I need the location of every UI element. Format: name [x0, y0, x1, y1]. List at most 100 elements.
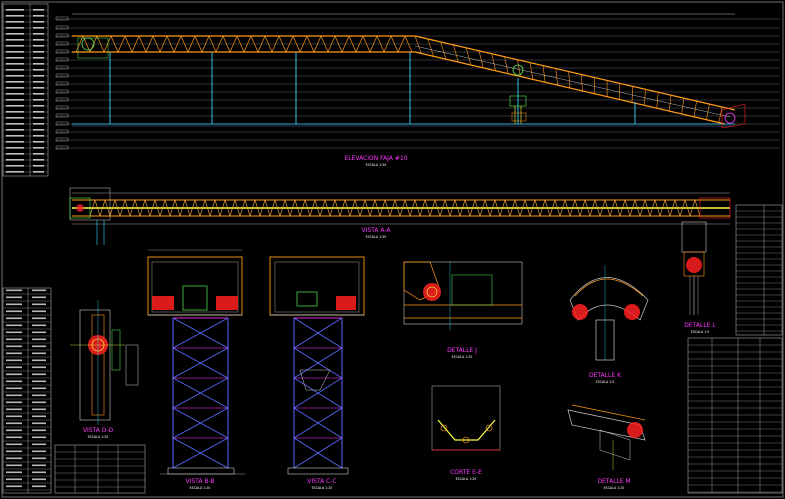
table-cell-text: [33, 111, 44, 113]
table-cell-text: [33, 33, 44, 35]
parts-list-table: [54, 444, 146, 494]
truss-diagonal: [327, 35, 336, 53]
elevation-scale: ESCALA 1:50: [366, 163, 387, 167]
table-cell-text: [6, 436, 22, 439]
detalle-m-scale: ESCALA 1:20: [604, 486, 625, 490]
plan-diagonal: [164, 199, 171, 217]
truss-diagonal: [292, 35, 301, 53]
table-cell-text: [33, 69, 44, 71]
plan-diagonal: [184, 199, 191, 217]
plan-diagonal: [489, 199, 496, 217]
plan-diagonal: [629, 199, 636, 217]
plan-diagonal: [344, 199, 351, 217]
plan-diagonal: [149, 199, 156, 217]
plan-diagonal: [89, 199, 96, 217]
plan-diagonal: [564, 199, 571, 217]
level-tag: [55, 33, 69, 38]
level-tag: [55, 105, 69, 110]
vista-cc-scale: ESCALA 1:20: [312, 486, 333, 490]
table-cell-text: [33, 87, 44, 89]
level-tag: [55, 81, 69, 86]
plan-diagonal: [654, 199, 661, 217]
plan-diagonal: [689, 199, 696, 217]
vista-aa-scale: ESCALA 1:50: [366, 235, 387, 239]
table-cell-text: [6, 123, 24, 125]
truss-diagonal: [517, 59, 521, 77]
left-data-table-bottom: [2, 287, 52, 494]
table-cell-text: [32, 303, 46, 306]
plan-diagonal: [334, 199, 341, 217]
table-cell-text: [6, 380, 22, 383]
truss-diagonal: [124, 35, 133, 53]
plan-diagonal: [174, 199, 181, 217]
truss-diagonal: [243, 35, 252, 53]
truss-diagonal: [376, 35, 385, 53]
plan-diagonal: [659, 199, 666, 217]
table-cell-text: [6, 317, 22, 320]
plan-diagonal: [574, 199, 581, 217]
truss-diagonal: [271, 35, 280, 53]
truss-diagonal: [103, 35, 112, 53]
plan-diagonal: [464, 199, 471, 217]
table-cell-text: [32, 401, 46, 404]
truss-diagonal: [369, 35, 378, 53]
plan-diagonal: [664, 199, 671, 217]
truss-diagonal: [82, 35, 91, 53]
truss-diagonal: [215, 35, 224, 53]
truss-diagonal: [453, 44, 459, 63]
table-cell-text: [33, 147, 44, 149]
table-cell-text: [32, 485, 46, 488]
table-cell-text: [6, 366, 22, 369]
table-cell-text: [32, 366, 46, 369]
table-cell-text: [33, 15, 44, 17]
level-tag: [55, 49, 69, 54]
table-cell-text: [32, 478, 46, 481]
truss-diagonal: [348, 35, 357, 53]
conveyor-plan-view: [69, 187, 731, 245]
truss-diagonal: [656, 92, 659, 109]
plan-diagonal: [389, 199, 396, 217]
table-cell-text: [32, 408, 46, 411]
truss-diagonal: [397, 35, 406, 53]
plan-diagonal: [94, 199, 101, 217]
level-tag: [55, 113, 69, 118]
truss-diagonal: [404, 35, 413, 53]
table-cell-text: [33, 129, 44, 131]
corte-ee-scale: ESCALA 1:20: [456, 477, 477, 481]
table-cell-text: [6, 359, 22, 362]
plan-diagonal: [349, 199, 356, 217]
detalle-l-title: DETALLE L: [684, 322, 716, 329]
table-cell-text: [33, 57, 44, 59]
detalle-l-drawing: [681, 221, 707, 315]
vista-cc-drawing: [269, 256, 365, 475]
plan-diagonal: [354, 199, 361, 217]
table-cell-text: [6, 324, 22, 327]
plan-diagonal: [134, 199, 141, 217]
plan-diagonal: [424, 199, 431, 217]
table-cell-text: [33, 21, 44, 23]
plan-diagonal: [414, 199, 421, 217]
truss-diagonal: [341, 35, 350, 53]
truss-diagonal: [166, 35, 175, 53]
plan-diagonal: [609, 199, 616, 217]
plan-diagonal: [409, 199, 416, 217]
table-cell-text: [32, 289, 46, 292]
detalle-k-drawing: [569, 265, 649, 361]
table-cell-text: [33, 75, 44, 77]
table-cell-text: [33, 117, 44, 119]
truss-diagonal: [264, 35, 273, 53]
table-cell-text: [33, 165, 44, 167]
table-cell-text: [6, 135, 24, 137]
plan-diagonal: [119, 199, 126, 217]
table-cell-text: [6, 171, 24, 173]
truss-diagonal: [320, 35, 329, 53]
level-tag: [55, 73, 69, 78]
plan-diagonal: [534, 199, 541, 217]
truss-diagonal: [593, 77, 596, 94]
table-cell-text: [6, 147, 24, 149]
plan-diagonal: [419, 199, 426, 217]
level-tag: [55, 57, 69, 62]
table-cell-text: [6, 338, 22, 341]
plan-diagonal: [169, 199, 176, 217]
plan-diagonal: [189, 199, 196, 217]
